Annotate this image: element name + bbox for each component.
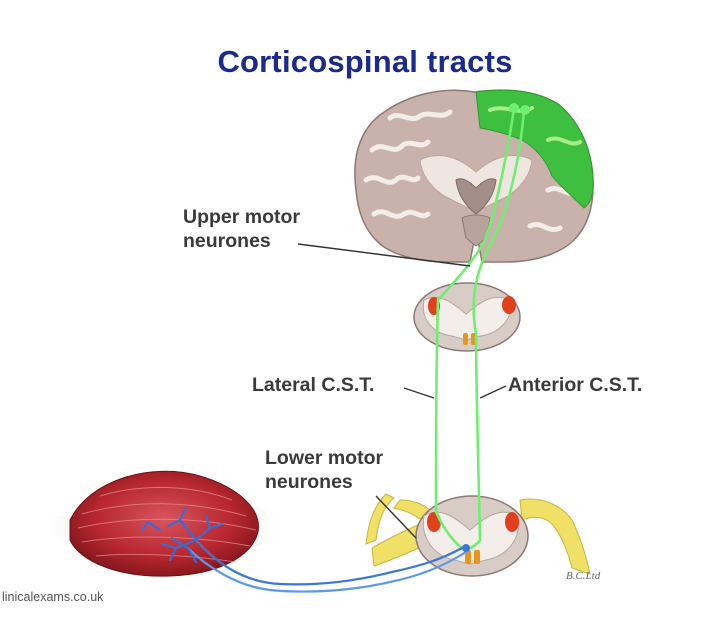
pointer-anterior-cst xyxy=(479,385,507,399)
anterior-cst-tract xyxy=(472,108,526,542)
label-lateral-cst: Lateral C.S.T. xyxy=(252,374,375,396)
spinal-cord-section-upper xyxy=(413,282,521,352)
label-upper-motor-line2: neurones xyxy=(183,230,271,252)
pointer-upper-motor xyxy=(297,243,471,267)
pointer-lines xyxy=(297,243,507,539)
brain-coronal-section xyxy=(354,89,594,263)
artist-signature: B.C.Ltd xyxy=(566,570,601,582)
lateral-cst-tract xyxy=(434,106,516,514)
pointer-lower-motor xyxy=(375,495,417,539)
label-anterior-cst: Anterior C.S.T. xyxy=(508,374,643,396)
label-lower-motor-line2: neurones xyxy=(265,471,353,493)
diagram-title: Corticospinal tracts xyxy=(217,44,513,79)
skeletal-muscle xyxy=(40,470,285,577)
source-credit: linicalexams.co.uk xyxy=(2,590,104,604)
pointer-lateral-cst xyxy=(403,387,435,399)
label-upper-motor-line1: Upper motor xyxy=(183,206,300,228)
lower-motor-neurones xyxy=(141,507,470,593)
label-lower-motor-line1: Lower motor xyxy=(265,447,384,469)
upper-motor-neurone-tracts xyxy=(434,103,530,552)
